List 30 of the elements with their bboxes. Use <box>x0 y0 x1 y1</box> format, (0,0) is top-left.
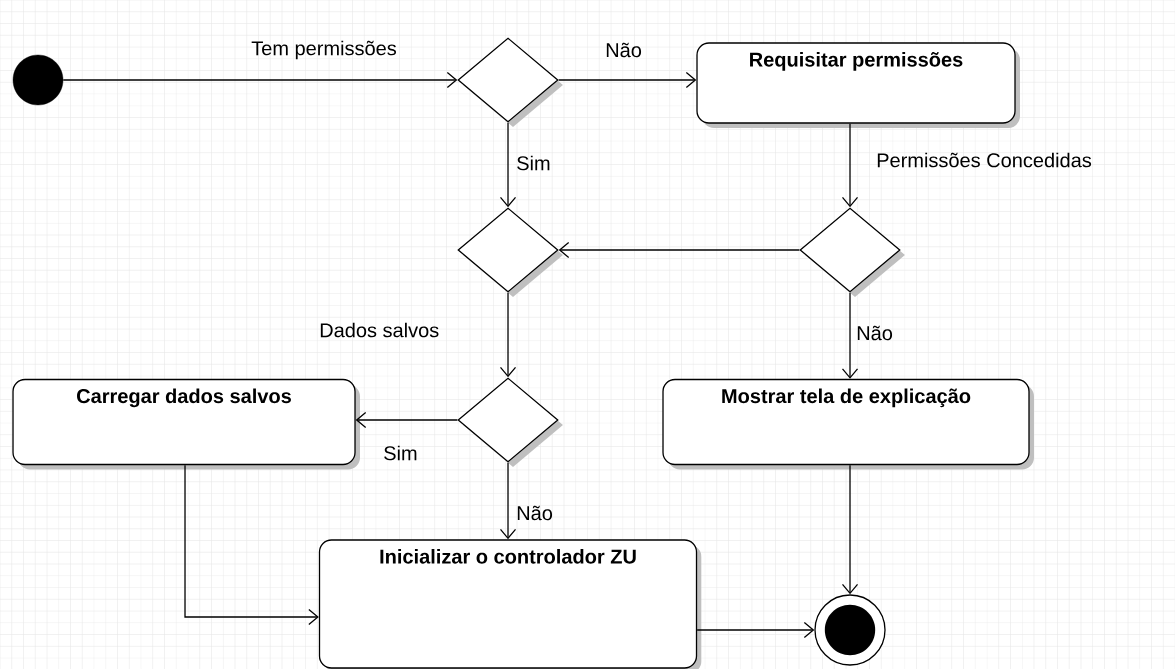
arrow <box>841 123 859 208</box>
process-box: Inicializar o controlador ZU <box>318 539 702 669</box>
arrow <box>499 462 517 540</box>
arrow <box>499 122 517 208</box>
decision-diamond <box>457 207 563 297</box>
arrow <box>558 71 697 89</box>
process-box: Requisitar permissões <box>696 42 1020 128</box>
arrow <box>841 464 859 595</box>
arrow <box>558 241 800 259</box>
decision-diamond <box>457 37 563 127</box>
edge-label: Não <box>517 505 553 521</box>
edge-label: Não <box>857 325 893 341</box>
arrow <box>499 292 517 378</box>
arrow <box>184 464 319 626</box>
edge-label: Não <box>606 42 642 58</box>
edge-label: Sim <box>384 445 417 461</box>
arrow <box>62 71 458 89</box>
arrow <box>696 621 815 639</box>
decision-diamond <box>457 377 563 467</box>
decision-diamond <box>799 207 905 297</box>
process-box: Carregar dados salvos <box>12 378 360 470</box>
start-dot <box>12 54 64 106</box>
edge-label: Tem permissões <box>251 40 397 60</box>
arrow <box>355 411 458 429</box>
edge-label: Sim <box>517 155 550 171</box>
end-bullseye <box>814 594 886 666</box>
arrow <box>841 292 859 379</box>
edge-label: Dados salvos <box>320 322 439 338</box>
process-box: Mostrar tela de explicação <box>662 378 1034 470</box>
edge-label: Permissões Concedidas <box>877 152 1092 168</box>
